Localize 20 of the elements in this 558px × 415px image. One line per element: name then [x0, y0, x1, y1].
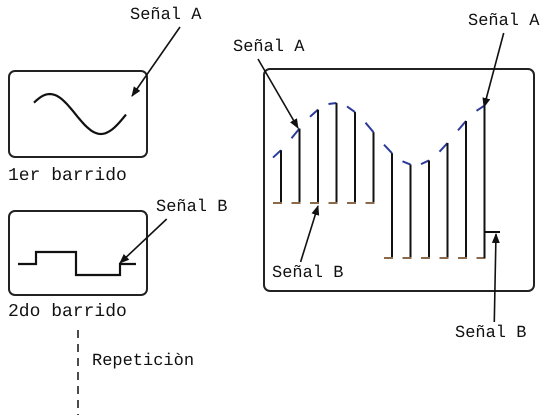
callout-label: Señal A: [130, 6, 202, 26]
leader-arrow: [131, 26, 181, 97]
screen-caption: 1er barrido: [8, 166, 127, 186]
callout-label: Señal B: [156, 198, 228, 218]
callout-label: Señal A: [233, 38, 304, 58]
square-wave-drawing: [18, 250, 136, 276]
leader-arrow: [300, 205, 320, 262]
callout-label: Señal B: [272, 264, 344, 284]
callout-label: Señal B: [455, 324, 526, 344]
oscilloscope-screen: [8, 210, 148, 296]
sampled-waveform-drawing: [272, 102, 500, 259]
oscilloscope-screen: [263, 68, 535, 292]
oscilloscope-screen: [8, 70, 148, 158]
leader-arrow: [119, 218, 168, 264]
callout-label: Señal A: [468, 12, 540, 32]
leader-arrow: [492, 233, 500, 322]
sine-wave-drawing: [33, 92, 127, 136]
screen-caption: 2do barrido: [8, 302, 127, 322]
leader-arrow: [482, 32, 504, 108]
note-text: Repeticiòn: [92, 352, 194, 372]
